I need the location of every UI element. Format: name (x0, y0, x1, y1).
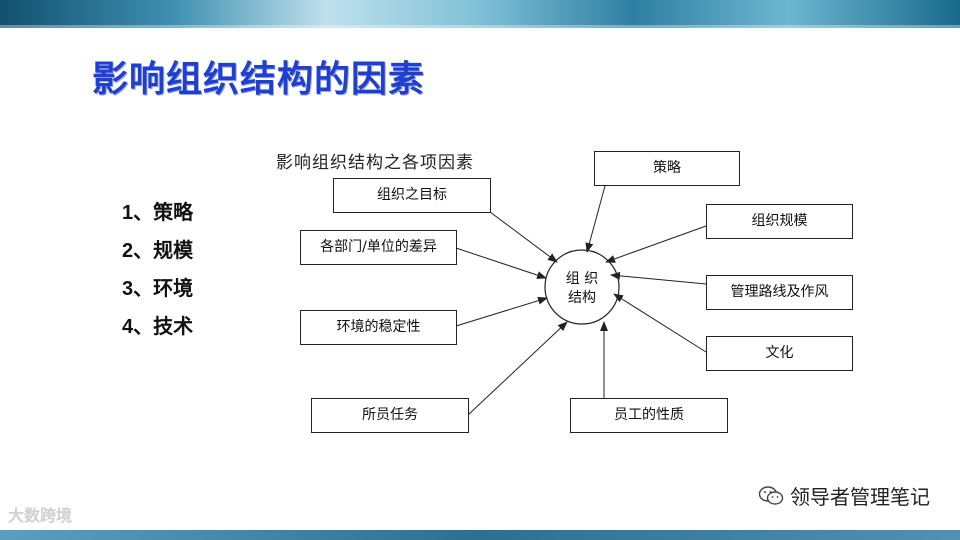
factor-box-scale-label: 组织规模 (751, 213, 808, 229)
factor-box-culture: 文化 (706, 336, 853, 371)
factor-box-goal: 组织之目标 (333, 178, 491, 213)
arrow-goal (489, 211, 558, 263)
bottom-decorative-bar (0, 530, 960, 540)
factor-box-goal-label: 组织之目标 (377, 187, 447, 203)
arrow-strategy (585, 185, 606, 253)
factor-item-technology: 4、技术 (122, 316, 194, 338)
factor-box-staff-nature: 员工的性质 (570, 398, 728, 433)
arrow-env-stability (455, 296, 548, 327)
watermark-right: 领导者管理笔记 (758, 481, 930, 510)
factor-box-dept-diff-label: 各部门/单位的差异 (320, 239, 437, 255)
factor-list: 1、策略 2、规模 3、环境 4、技术 (122, 196, 193, 348)
top-decorative-bar (0, 0, 960, 28)
factor-box-env-stability-label: 环境的稳定性 (336, 319, 421, 335)
factor-box-task-label: 所员任务 (362, 407, 418, 423)
factor-box-strategy-label: 策略 (653, 160, 681, 176)
factor-box-strategy: 策略 (594, 151, 740, 186)
factor-box-task: 所员任务 (311, 398, 469, 433)
watermark-left: 大数跨境 (8, 506, 73, 525)
center-circle (544, 249, 620, 325)
factor-item-scale: 2、规模 (122, 240, 194, 262)
factor-box-culture-label: 文化 (765, 345, 794, 361)
factor-box-scale: 组织规模 (706, 204, 853, 239)
wechat-icon (758, 485, 784, 507)
factor-box-staff-nature-label: 员工的性质 (614, 407, 684, 423)
factor-box-mgmt-style: 管理路线及作风 (706, 275, 853, 310)
factor-item-environment: 3、环境 (122, 278, 194, 300)
factor-box-mgmt-style-label: 管理路线及作风 (730, 284, 829, 300)
arrow-dept-diff (455, 247, 547, 279)
watermark-right-text: 领导者管理笔记 (790, 485, 930, 509)
factor-box-dept-diff: 各部门/单位的差异 (300, 230, 457, 265)
factor-box-env-stability: 环境的稳定性 (300, 310, 457, 345)
arrow-culture (613, 293, 707, 353)
factor-item-strategy: 1、策略 (122, 202, 194, 224)
slide-title: 影响组织结构的因素 (92, 59, 426, 100)
arrow-scale (605, 225, 707, 263)
diagram-title: 影响组织结构之各项因素 (276, 153, 474, 173)
arrow-task (467, 321, 568, 416)
center-label: 组 织 结构 (555, 270, 609, 308)
arrow-mgmt-style (610, 271, 707, 285)
center-label-line1: 组 织 (565, 271, 599, 287)
center-label-line2: 结构 (568, 290, 596, 306)
